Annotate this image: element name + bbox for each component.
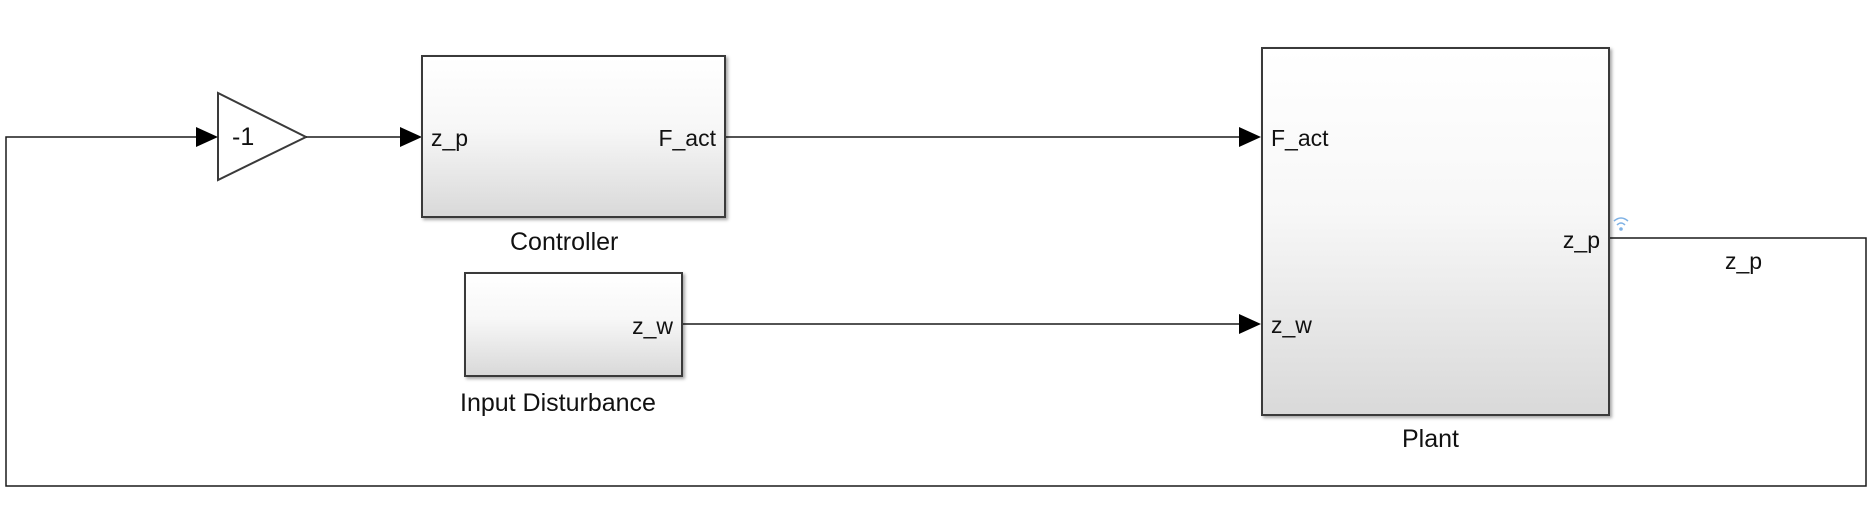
plant-fact-inport-label: F_act [1271,125,1329,151]
feedback-signal-label[interactable]: z_p [1725,248,1763,274]
input-disturbance-name: Input Disturbance [460,389,656,417]
input-disturbance-block[interactable]: z_w [464,272,683,377]
controller-inport-label: z_p [431,125,469,151]
feedback-signal-line[interactable] [5,136,1867,487]
plant-outport-label: z_p [1562,227,1600,253]
gain-value-label: -1 [232,123,255,151]
controller-input-arrow [400,127,422,147]
controller-name: Controller [510,228,619,256]
gain-input-arrow [196,127,218,147]
plant-zw-inport-label: z_w [1271,312,1312,338]
plant-name: Plant [1402,425,1459,453]
controller-block[interactable]: z_p F_act [421,55,726,218]
plant-zw-input-arrow [1239,314,1261,334]
gain-block[interactable] [217,91,309,182]
controller-outport-label: F_act [658,125,716,151]
disturbance-outport-label: z_w [632,313,673,339]
signal-logging-icon[interactable] [1613,217,1629,231]
plant-block[interactable]: F_act z_w z_p [1261,47,1610,416]
plant-fact-input-arrow [1239,127,1261,147]
